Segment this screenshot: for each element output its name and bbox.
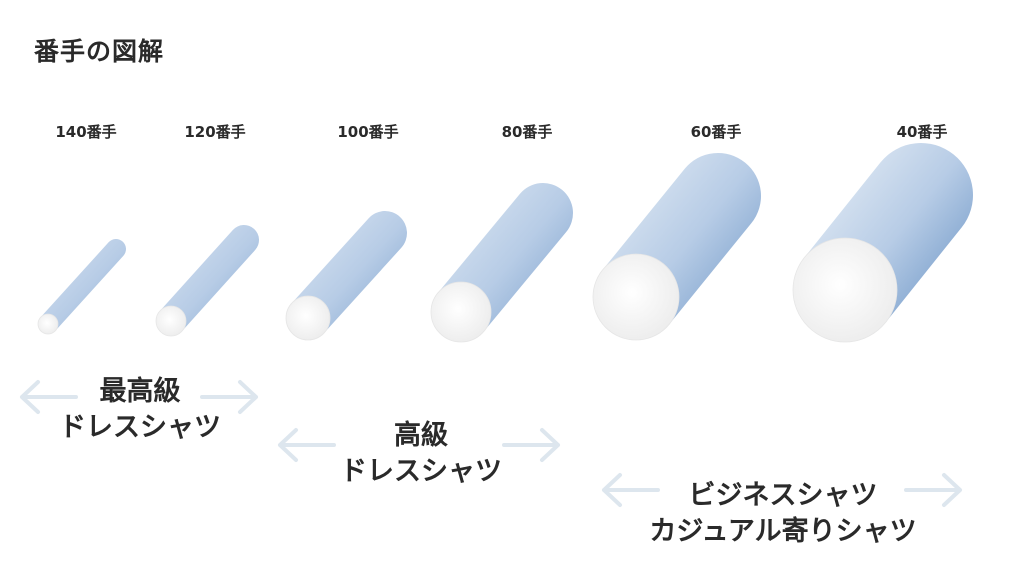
- arrow-left-icon: [20, 380, 78, 414]
- yarn-label-60: 60番手: [690, 123, 742, 141]
- range-label-line2: ドレスシャツ: [59, 412, 221, 443]
- arrow-left-icon: [278, 428, 336, 462]
- range-label-high-dress: 高級 ドレスシャツ: [340, 418, 502, 490]
- range-label-line1: ビジネスシャツ: [688, 480, 878, 511]
- page-title: 番手の図解: [34, 37, 165, 66]
- yarn-tube-40: [792, 143, 973, 343]
- yarn-tube-100: [285, 211, 407, 341]
- arrow-left-icon: [602, 473, 660, 507]
- range-label-business-casual: ビジネスシャツ カジュアル寄りシャツ: [649, 478, 916, 550]
- range-label-line1: 最高級: [99, 376, 181, 407]
- arrow-right-icon: [200, 380, 258, 414]
- yarn-label-100: 100番手: [337, 123, 399, 141]
- arrow-right-icon: [904, 473, 962, 507]
- arrow-right-icon: [502, 428, 560, 462]
- range-label-top-dress: 最高級 ドレスシャツ: [59, 374, 221, 446]
- yarn-label-140: 140番手: [55, 123, 117, 141]
- yarn-tube-60: [592, 153, 761, 341]
- yarn-label-120: 120番手: [184, 123, 246, 141]
- yarn-label-40: 40番手: [896, 123, 948, 141]
- yarn-tube-140: [37, 239, 126, 335]
- yarn-label-80: 80番手: [501, 123, 553, 141]
- range-label-line1: 高級: [394, 420, 448, 451]
- range-label-line2: カジュアル寄りシャツ: [649, 516, 917, 547]
- range-label-line2: ドレスシャツ: [340, 456, 502, 487]
- yarn-tube-120: [155, 225, 259, 337]
- yarn-tube-80: [430, 183, 573, 343]
